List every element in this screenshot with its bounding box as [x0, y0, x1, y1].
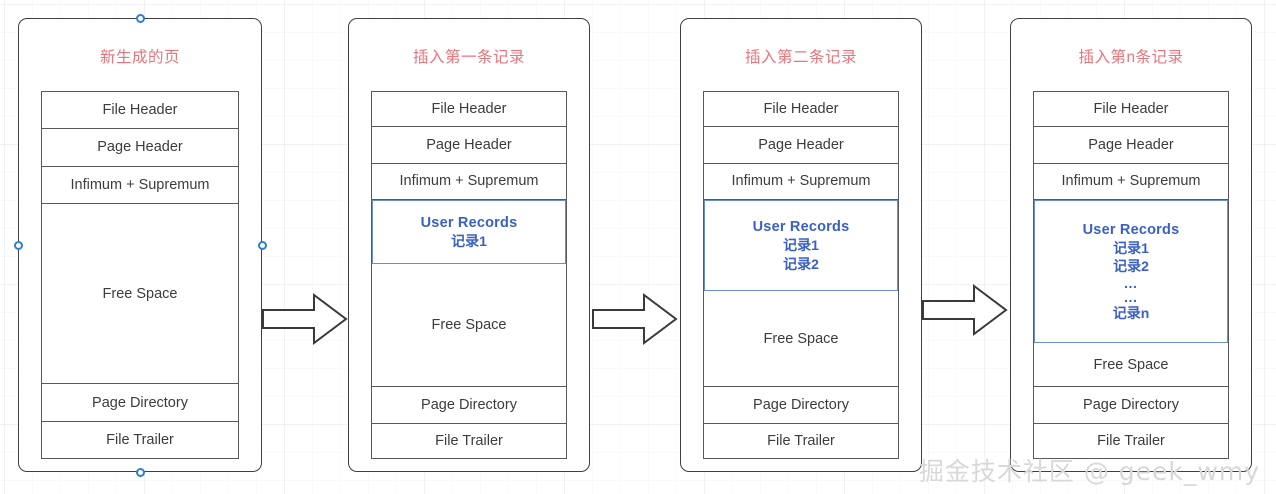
selection-handle-top[interactable]	[135, 13, 145, 23]
user-record-entry: 记录1	[783, 237, 819, 254]
user-records-label-3: User Records	[752, 218, 850, 235]
user-records-label-4: User Records	[1082, 221, 1180, 238]
segment-page-header-1[interactable]: Page Header	[42, 128, 238, 167]
watermark-text: 掘金技术社区 @ geek_wmy	[918, 457, 1260, 486]
segment-page-header-2[interactable]: Page Header	[372, 127, 566, 164]
segment-file-header-4[interactable]: File Header	[1034, 92, 1228, 128]
segment-file-trailer-3[interactable]: File Trailer	[704, 423, 898, 459]
arrow-shape	[592, 293, 678, 345]
segment-free-space-4[interactable]: Free Space	[1034, 343, 1228, 388]
arrow-shape	[262, 293, 348, 345]
segment-file-trailer-1[interactable]: File Trailer	[42, 422, 238, 458]
segment-file-header-3[interactable]: File Header	[704, 92, 898, 128]
user-record-entry: …	[1123, 289, 1139, 306]
segment-page-directory-1[interactable]: Page Directory	[42, 384, 238, 423]
segment-page-header-4[interactable]: Page Header	[1034, 127, 1228, 164]
panel-title-4: 插入第n条记录	[1078, 49, 1184, 66]
selection-handle-right[interactable]	[257, 240, 267, 250]
user-record-entry: 记录1	[451, 232, 487, 249]
segment-free-space-1[interactable]: Free Space	[42, 204, 238, 385]
segment-infimum-supremum-1[interactable]: Infimum + Supremum	[42, 166, 238, 205]
segment-page-directory-4[interactable]: Page Directory	[1034, 387, 1228, 424]
user-record-entry: …	[1123, 274, 1139, 291]
segment-infimum-supremum-3[interactable]: Infimum + Supremum	[704, 163, 898, 200]
segment-free-space-3[interactable]: Free Space	[704, 291, 898, 388]
segment-file-trailer-4[interactable]: File Trailer	[1034, 423, 1228, 459]
arrow-panel3-to-panel4	[922, 284, 1008, 336]
panel-title-2: 插入第一条记录	[412, 49, 525, 66]
segment-infimum-supremum-2[interactable]: Infimum + Supremum	[372, 163, 566, 200]
segment-page-directory-3[interactable]: Page Directory	[704, 387, 898, 424]
segment-page-directory-2[interactable]: Page Directory	[372, 387, 566, 424]
arrow-panel1-to-panel2	[262, 293, 348, 345]
arrow-panel2-to-panel3	[592, 293, 678, 345]
selection-handle-bottom[interactable]	[135, 467, 145, 477]
panel-title-3: 插入第二条记录	[744, 49, 857, 66]
segment-free-space-2[interactable]: Free Space	[372, 264, 566, 388]
user-records-label-2: User Records	[420, 214, 518, 231]
segment-infimum-supremum-4[interactable]: Infimum + Supremum	[1034, 163, 1228, 200]
selection-handle-left[interactable]	[13, 240, 23, 250]
user-record-entry: 记录2	[1113, 258, 1149, 275]
user-record-entry: 记录2	[783, 255, 819, 272]
segment-file-header-2[interactable]: File Header	[372, 92, 566, 128]
segment-file-trailer-2[interactable]: File Trailer	[372, 423, 566, 459]
arrow-shape	[922, 284, 1008, 336]
segment-file-header-1[interactable]: File Header	[42, 92, 238, 129]
user-record-entry: 记录n	[1112, 305, 1150, 322]
segment-page-header-3[interactable]: Page Header	[704, 127, 898, 164]
panel-title-1: 新生成的页	[99, 49, 180, 66]
user-record-entry: 记录1	[1113, 239, 1149, 256]
